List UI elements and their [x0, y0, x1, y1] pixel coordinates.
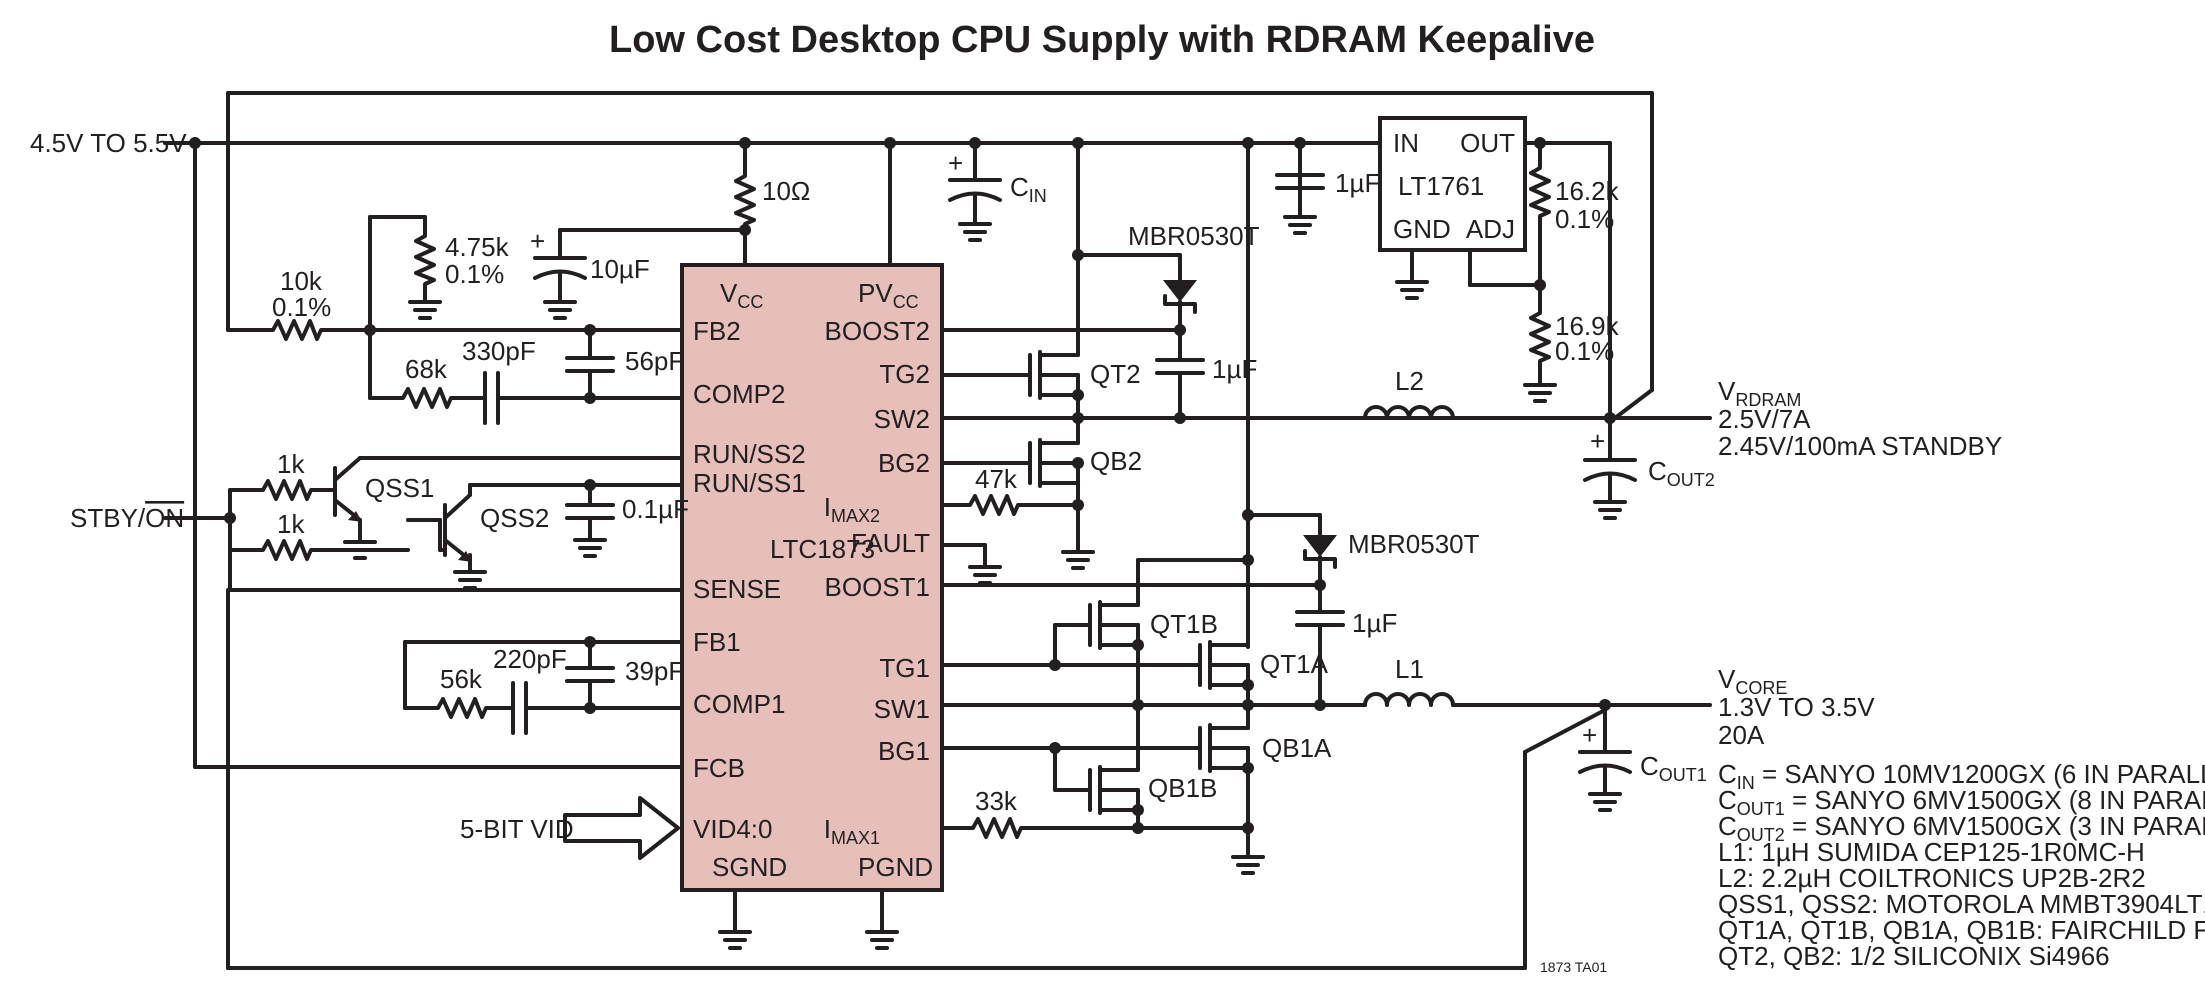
note-cout2: COUT2 = SANYO 6MV1500GX (3 IN PARALLEL) — [1718, 811, 2205, 845]
r-ldo-top-value: 16.2k — [1555, 176, 1620, 206]
c-boost2-label: 1µF — [1212, 354, 1257, 384]
r-imax1-label: 33k — [975, 786, 1018, 816]
pin-bg2: BG2 — [878, 448, 930, 478]
pin-boost1: BOOST1 — [825, 572, 930, 602]
r-qss2-label: 1k — [277, 509, 305, 539]
vcc-pin-label: VCC — [720, 278, 763, 312]
pin-imax2: IMAX2 — [824, 492, 880, 526]
vid-label: 5-BIT VID — [460, 814, 574, 844]
svg-text:+: + — [1590, 426, 1605, 456]
standby-label: STBY/ON — [70, 503, 184, 533]
r-fb2-series-value: 10k — [280, 266, 323, 296]
pvcc-pin-label: PVCC — [858, 278, 919, 312]
c-vcc-label: 10µF — [590, 254, 650, 284]
qss1-label: QSS1 — [365, 473, 434, 503]
d-boost2-label: MBR0530T — [1128, 221, 1260, 251]
r-comp1-label: 56k — [440, 664, 483, 694]
pin-boost2: BOOST2 — [825, 316, 930, 346]
d-boost1-label: MBR0530T — [1348, 529, 1480, 559]
l1-label: L1 — [1395, 654, 1424, 684]
r-comp2-label: 68k — [405, 354, 448, 384]
c-boost1-label: 1µF — [1352, 608, 1397, 638]
pin-fb1: FB1 — [693, 627, 741, 657]
ldo-pin-adj: ADJ — [1466, 214, 1515, 244]
pin-tg1: TG1 — [879, 653, 930, 683]
note-qss: QSS1, QSS2: MOTOROLA MMBT3904LT1 — [1718, 889, 2205, 919]
vrdram-name: VRDRAM — [1718, 376, 1801, 410]
note-qt1: QT1A, QT1B, QB1A, QB1B: FAIRCHILD FDS667… — [1718, 915, 2205, 945]
pin-runss2: RUN/SS2 — [693, 439, 806, 469]
q-top2-label: QT2 — [1090, 359, 1141, 389]
c-comp2-label: 330pF — [462, 336, 536, 366]
vid-bus-arrow — [563, 796, 680, 860]
pin-imax1: IMAX1 — [824, 814, 880, 848]
pin-vid: VID4:0 — [693, 814, 773, 844]
pin-comp2: COMP2 — [693, 379, 785, 409]
ldo-regulator — [1378, 116, 1527, 252]
input-voltage-label: 4.5V TO 5.5V — [30, 128, 187, 158]
ldo-pin-out: OUT — [1460, 128, 1515, 158]
q-bot1a-label: QB1A — [1262, 733, 1332, 763]
pin-runss1: RUN/SS1 — [693, 468, 806, 498]
vcore-name: VCORE — [1718, 664, 1787, 698]
r-ldo-top-tol: 0.1% — [1555, 204, 1614, 234]
r-fb2-top-tol: 0.1% — [445, 259, 504, 289]
c-out2-label: COUT2 — [1648, 456, 1715, 490]
controller-ic — [680, 263, 944, 892]
pin-pgnd: PGND — [858, 852, 933, 882]
r-qss1-label: 1k — [277, 449, 305, 479]
q-bot2-label: QB2 — [1090, 446, 1142, 476]
diagram-title: Low Cost Desktop CPU Supply with RDRAM K… — [609, 19, 1595, 61]
ldo-pin-in: IN — [1393, 128, 1419, 158]
r-ldo-bot-tol: 0.1% — [1555, 336, 1614, 366]
svg-text:+: + — [530, 226, 545, 256]
pin-tg2: TG2 — [879, 359, 930, 389]
c-in-label: CIN — [1010, 172, 1047, 206]
c-comp1-label: 220pF — [493, 644, 567, 674]
note-l1: L1: 1µH SUMIDA CEP125-1R0MC-H — [1718, 837, 2145, 867]
pin-fb2: FB2 — [693, 316, 741, 346]
pin-fcb: FCB — [693, 753, 745, 783]
c-out1-label: COUT1 — [1640, 751, 1707, 785]
note-qt2: QT2, QB2: 1/2 SILICONIX Si4966 — [1718, 941, 2110, 971]
pin-sw2: SW2 — [874, 404, 930, 434]
svg-text:+: + — [948, 148, 963, 178]
c-comp2-hf-label: 56pF — [625, 346, 684, 376]
controller-name: LTC1873 — [770, 534, 875, 564]
r-fb2-series-tol: 0.1% — [272, 292, 331, 322]
r-imax2-label: 47k — [975, 464, 1018, 494]
q-top1b-label: QT1B — [1150, 609, 1218, 639]
ldo-pin-gnd: GND — [1393, 214, 1451, 244]
parts-notes: CIN = SANYO 10MV1200GX (6 IN PARALLEL) C… — [1718, 759, 2205, 971]
r-ldo-bot-value: 16.9k — [1555, 311, 1620, 341]
svg-text:+: + — [1582, 720, 1597, 750]
r-fb2-top-value: 4.75k — [445, 232, 510, 262]
pin-bg1: BG1 — [878, 736, 930, 766]
vrdram-rating: 2.5V/7A — [1718, 404, 1811, 434]
q-bot1b-label: QB1B — [1148, 773, 1217, 803]
vcore-current: 20A — [1718, 720, 1765, 750]
qss2-label: QSS2 — [480, 503, 549, 533]
note-l2: L2: 2.2µH COILTRONICS UP2B-2R2 — [1718, 863, 2146, 893]
ldo-name: LT1761 — [1398, 171, 1484, 201]
r-vcc-label: 10Ω — [762, 176, 810, 206]
note-cin: CIN = SANYO 10MV1200GX (6 IN PARALLEL) — [1718, 759, 2205, 793]
pin-sense: SENSE — [693, 574, 781, 604]
l2-label: L2 — [1395, 366, 1424, 396]
pin-fault: FAULT — [851, 528, 930, 558]
c-ss-label: 0.1µF — [622, 494, 689, 524]
pin-sw1: SW1 — [874, 694, 930, 724]
vrdram-standby: 2.45V/100mA STANDBY — [1718, 431, 2002, 461]
c-comp1-hf-label: 39pF — [625, 656, 684, 686]
pin-comp1: COMP1 — [693, 689, 785, 719]
figure-id: 1873 TA01 — [1540, 959, 1607, 975]
q-top1a-label: QT1A — [1260, 649, 1329, 679]
c-ldo-label: 1µF — [1335, 168, 1380, 198]
note-cout1: COUT1 = SANYO 6MV1500GX (8 IN PARALLEL) — [1718, 785, 2205, 819]
vcore-range: 1.3V TO 3.5V — [1718, 692, 1875, 722]
pin-sgnd: SGND — [712, 852, 787, 882]
